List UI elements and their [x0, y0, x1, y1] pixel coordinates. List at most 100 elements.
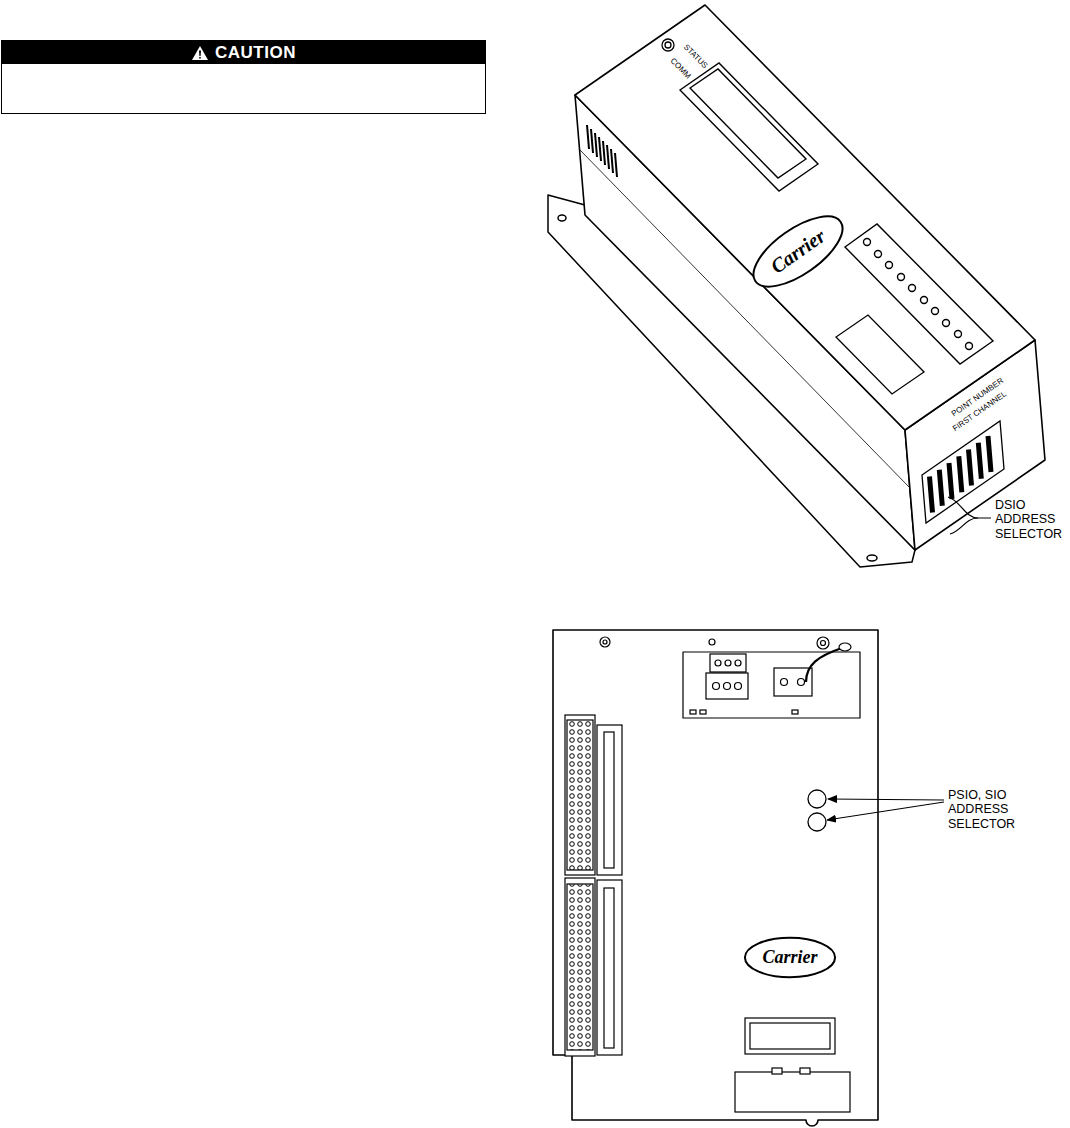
switch-levers-part — [978, 443, 981, 479]
io-connectors-part — [565, 715, 595, 875]
power-terminals-part — [798, 679, 805, 686]
caution-box: CAUTION — [1, 40, 486, 114]
switch-levers — [930, 436, 992, 513]
power-terminals-part — [710, 654, 746, 672]
leader-arrows-part — [828, 799, 944, 800]
power-terminals-part — [735, 683, 742, 690]
board-plates-part — [800, 1068, 810, 1074]
address-selectors — [808, 790, 826, 831]
leader-arrows-part — [827, 802, 944, 820]
logo-text: Carrier — [762, 947, 817, 968]
terminal-block-part — [943, 320, 950, 327]
board-plates-part — [750, 1023, 830, 1049]
selector-bracket-part — [950, 518, 978, 534]
ground-wire-part — [806, 648, 842, 682]
caution-title: CAUTION — [215, 43, 296, 63]
switch-levers-part — [949, 463, 952, 499]
status-label: STATUS — [681, 43, 709, 71]
dsio-housing-part — [580, 150, 910, 488]
power-terminals-part — [715, 660, 721, 666]
ribbon-connector — [680, 63, 818, 191]
io-connectors-part — [567, 720, 593, 870]
mounting-holes-part — [821, 641, 826, 646]
callout-label: PSIO, SIO ADDRESS SELECTOR — [946, 787, 1042, 832]
power-terminals-part — [690, 710, 696, 714]
terminal-block-part — [886, 262, 893, 269]
address-switch-part — [922, 421, 1004, 523]
terminal-block-part — [864, 239, 871, 246]
board-plates — [735, 1018, 850, 1112]
dsio-housing-part — [575, 5, 1035, 430]
ribbon-connector-part — [680, 63, 818, 191]
io-connectors-part — [604, 888, 614, 1048]
power-terminals-part — [735, 660, 741, 666]
vent-slots — [587, 125, 617, 177]
terminal-block-part — [966, 343, 973, 350]
warning-icon — [191, 45, 209, 61]
callout-label: DSIO ADDRESS SELECTOR — [993, 497, 1069, 542]
label-plate-part — [836, 315, 924, 394]
warning-triangle — [192, 46, 208, 60]
terminal-block-part — [898, 274, 905, 281]
terminal-block-part — [955, 331, 962, 338]
psio-board-part — [553, 630, 878, 1126]
brand-logo: Carrier — [741, 201, 855, 300]
dsio-flange-part — [867, 555, 877, 561]
board-plates-part — [745, 1018, 835, 1054]
selector-bracket-part — [948, 497, 991, 518]
power-terminals-part — [724, 683, 731, 690]
terminal-block-part — [932, 308, 939, 315]
io-connectors-part — [604, 732, 614, 868]
board-plates-part — [735, 1072, 850, 1112]
terminal-block-part — [921, 297, 928, 304]
power-terminals-part — [781, 679, 788, 686]
vent-slots-part — [587, 125, 589, 149]
mounting-holes — [600, 637, 829, 649]
vent-slots-part — [599, 137, 601, 161]
switch-levers-part — [969, 450, 972, 486]
power-terminals-part — [700, 710, 706, 714]
board-plates-part — [772, 1068, 782, 1074]
switch-levers-part — [988, 436, 991, 472]
warning-mark — [199, 50, 201, 58]
label-plate — [836, 315, 924, 394]
selector-bracket — [948, 497, 991, 534]
terminal-block-part — [909, 285, 916, 292]
power-terminals-part — [713, 683, 720, 690]
dsio-housing — [575, 5, 1045, 550]
power-terminals-part — [792, 710, 798, 714]
io-connectors-part — [567, 884, 593, 1050]
switch-levers-part — [959, 456, 962, 492]
address-selectors-part — [808, 790, 826, 808]
mounting-holes-part — [600, 637, 610, 647]
mounting-holes-part — [817, 637, 829, 649]
io-connectors-part — [597, 725, 622, 875]
terminal-block-part — [875, 251, 882, 258]
ground-wire-part — [839, 643, 851, 651]
io-connectors-part — [565, 878, 595, 1056]
vent-slots-part — [603, 141, 605, 165]
comm-label: COMM — [668, 57, 692, 81]
logo-outline — [745, 937, 835, 976]
mounting-holes-part — [709, 639, 715, 645]
switch-levers-part — [930, 477, 933, 513]
mounting-holes-part — [603, 640, 607, 644]
address-switch — [922, 421, 1004, 523]
ground-wire — [806, 643, 851, 682]
dsio-flange-part — [558, 215, 566, 221]
leader-arrows — [827, 799, 944, 820]
status-led-part — [665, 42, 671, 48]
status-led — [662, 39, 674, 51]
vent-slots-part — [615, 153, 617, 177]
io-connectors-part — [597, 880, 622, 1055]
brand-logo: Carrier — [744, 937, 836, 978]
vent-slots-part — [591, 129, 593, 153]
power-terminals — [690, 654, 812, 714]
vent-slots-part — [611, 149, 613, 173]
psio-board — [553, 630, 878, 1126]
logo-outline — [743, 203, 854, 300]
psio-board-part — [683, 652, 860, 718]
status-led-part — [662, 39, 674, 51]
